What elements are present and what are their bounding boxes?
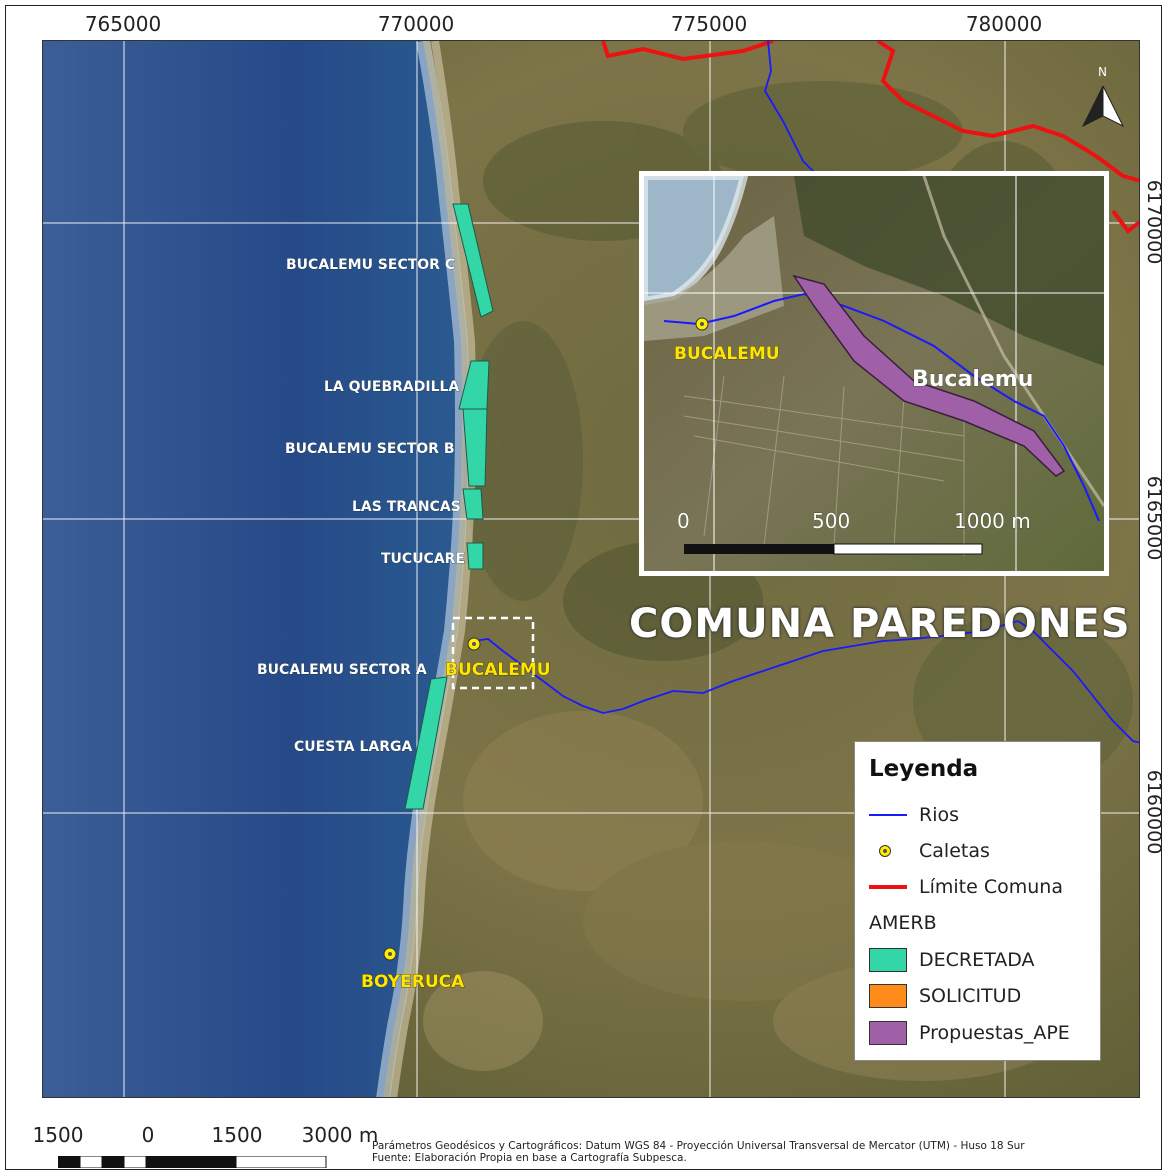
y-tick-label: 6165000 xyxy=(1143,475,1165,561)
legend-group-label: AMERB xyxy=(869,912,937,934)
y-tick-label: 6160000 xyxy=(1143,769,1165,855)
inset-forest xyxy=(794,176,1104,366)
legend-label: Propuestas_APE xyxy=(919,1022,1070,1044)
inset-locator-box xyxy=(451,616,535,690)
inset-map[interactable]: BUCALEMU Bucalemu 0 500 1000 m xyxy=(639,171,1109,576)
amerb-polygons xyxy=(404,203,494,810)
north-label: N xyxy=(1098,65,1107,79)
legend-group-amerb: AMERB xyxy=(869,908,1094,938)
scale-label: 1500 xyxy=(211,1123,263,1147)
boundary-line-icon xyxy=(869,874,911,900)
inset-svg: BUCALEMU Bucalemu 0 500 1000 m xyxy=(644,176,1104,571)
legend-item-limite: Límite Comuna xyxy=(869,872,1094,902)
inset-town-label: Bucalemu xyxy=(912,367,1033,392)
solicitud-swatch-icon xyxy=(869,983,911,1009)
caleta-label: BUCALEMU xyxy=(445,660,551,680)
inset-scale-label: 0 xyxy=(677,509,690,533)
legend-title: Leyenda xyxy=(869,756,979,782)
legend-item-propuestas: Propuestas_APE xyxy=(869,1018,1094,1048)
surf-line xyxy=(376,41,469,1097)
amerb-label: TUCUCARE xyxy=(381,551,465,567)
terrain-texture xyxy=(423,81,1133,1081)
river-line-icon xyxy=(869,802,911,828)
amerb-label: LAS TRANCAS xyxy=(352,499,461,515)
propuesta-ape-polygon xyxy=(792,274,1066,477)
caleta-label: BOYERUCA xyxy=(361,972,465,992)
legend-label: SOLICITUD xyxy=(919,985,1022,1007)
scale-label: 1500 xyxy=(32,1123,84,1147)
caleta-point-icon xyxy=(869,838,911,864)
amerb-label: BUCALEMU SECTOR B xyxy=(285,441,455,457)
credits-line: Parámetros Geodésicos y Cartográficos: D… xyxy=(372,1140,1025,1152)
amerb-label: CUESTA LARGA xyxy=(294,739,412,755)
legend: Leyenda Rios Caletas Límite Comuna AMERB… xyxy=(854,741,1101,1061)
amerb-label: BUCALEMU SECTOR C xyxy=(286,257,455,273)
ocean-area xyxy=(43,41,462,1097)
legend-label: Caletas xyxy=(919,840,990,862)
legend-item-caletas: Caletas xyxy=(869,836,1094,866)
amerb-bucalemu-sector-b xyxy=(462,408,488,487)
map-canvas[interactable]: BUCALEMU SECTOR C LA QUEBRADILLA BUCALEM… xyxy=(42,40,1140,1098)
inset-river xyxy=(663,292,1100,522)
amerb-bucalemu-sector-a-cuesta-larga xyxy=(404,676,448,810)
scale-label: 0 xyxy=(141,1123,155,1147)
scale-label: 3000 m xyxy=(301,1123,379,1147)
credits-line: Fuente: Elaboración Propia en base a Car… xyxy=(372,1152,687,1164)
amerb-bucalemu-sector-c xyxy=(452,203,494,318)
amerb-las-trancas xyxy=(462,488,484,520)
map-frame xyxy=(5,5,1162,1170)
north-arrow-icon: N xyxy=(1081,65,1125,128)
inset-road xyxy=(922,176,1104,507)
x-tick-label: 775000 xyxy=(670,12,748,36)
inset-scale-label: 1000 m xyxy=(954,509,1031,533)
inset-surf xyxy=(644,176,749,306)
amerb-tucucare xyxy=(466,542,484,570)
inset-scale-label: 500 xyxy=(812,509,850,533)
amerb-label: BUCALEMU SECTOR A xyxy=(257,662,427,678)
inset-scale-white xyxy=(833,543,983,555)
x-tick-label: 770000 xyxy=(377,12,455,36)
legend-item-rios: Rios xyxy=(869,800,1094,830)
inset-scale-black xyxy=(684,544,834,554)
y-tick-label: 6170000 xyxy=(1143,179,1165,265)
propuestas-swatch-icon xyxy=(869,1020,911,1046)
caleta-markers xyxy=(383,637,481,961)
credits: Parámetros Geodésicos y Cartográficos: D… xyxy=(372,1140,1025,1164)
legend-item-decretada: DECRETADA xyxy=(869,945,1094,975)
legend-label: Límite Comuna xyxy=(919,876,1063,898)
comuna-boundary xyxy=(601,41,1139,234)
comuna-label: COMUNA PAREDONES xyxy=(629,601,1131,647)
legend-label: DECRETADA xyxy=(919,949,1035,971)
x-tick-label: 780000 xyxy=(965,12,1043,36)
scale-bar xyxy=(58,1156,327,1168)
inset-caleta-label: BUCALEMU xyxy=(674,344,780,364)
decretada-swatch-icon xyxy=(869,947,911,973)
map-svg: BUCALEMU SECTOR C LA QUEBRADILLA BUCALEM… xyxy=(43,41,1139,1097)
amerb-label: LA QUEBRADILLA xyxy=(324,379,459,395)
legend-label: Rios xyxy=(919,804,960,826)
legend-item-solicitud: SOLICITUD xyxy=(869,981,1094,1011)
inset-ocean xyxy=(644,176,744,301)
inset-grid xyxy=(644,176,1104,571)
x-tick-label: 765000 xyxy=(84,12,162,36)
